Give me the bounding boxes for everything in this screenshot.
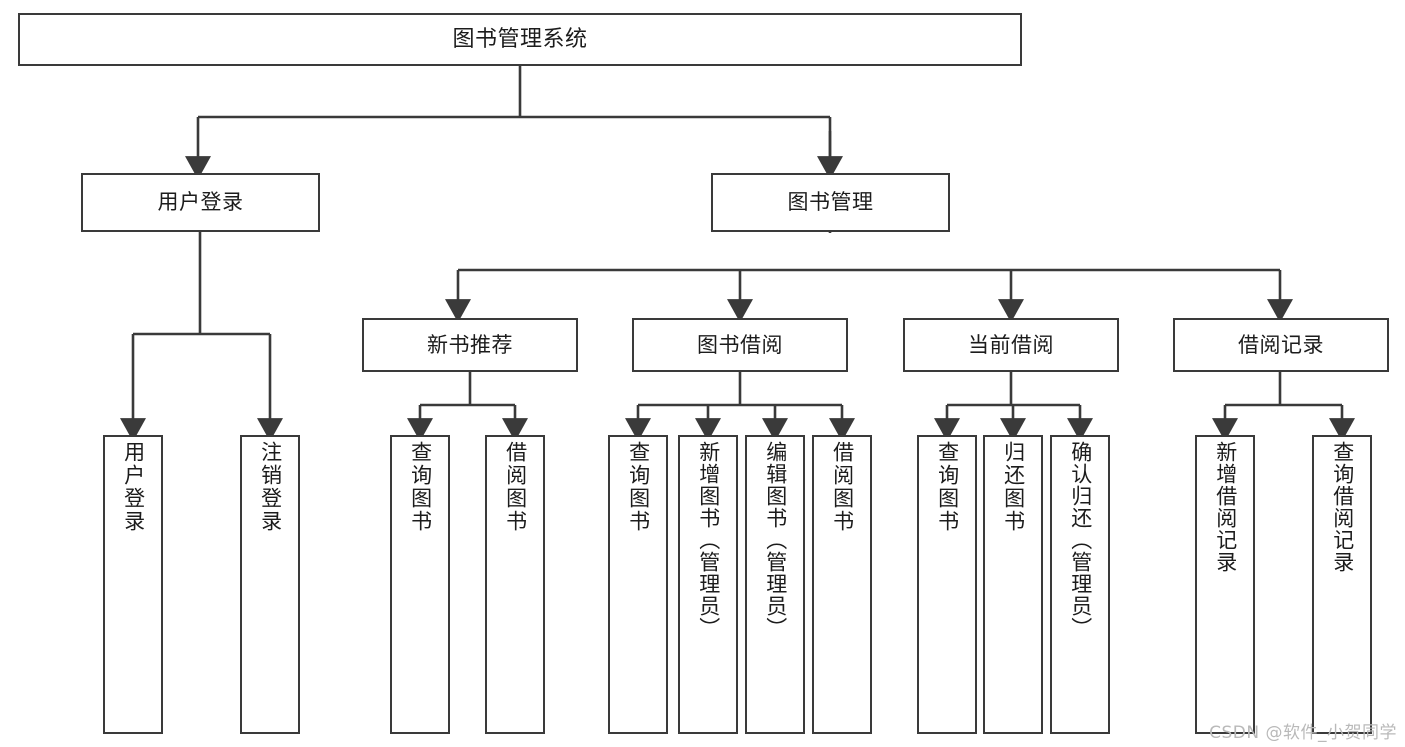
node-new-book-recommend-label: 新书推荐	[427, 332, 513, 357]
node-leaf-query-book-current-label: 查询图书	[935, 441, 960, 533]
node-root[interactable]: 图书管理系统	[18, 13, 1022, 66]
node-leaf-confirm-return[interactable]: 确认归还（管理员）	[1050, 435, 1110, 734]
node-book-borrow[interactable]: 图书借阅	[632, 318, 848, 372]
node-leaf-query-borrow-record[interactable]: 查询借阅记录	[1312, 435, 1372, 734]
node-leaf-edit-book-label: 编辑图书（管理员）	[763, 441, 788, 639]
node-book-manage[interactable]: 图书管理	[711, 173, 950, 232]
node-leaf-query-book-current[interactable]: 查询图书	[917, 435, 977, 734]
node-new-book-recommend[interactable]: 新书推荐	[362, 318, 578, 372]
node-borrow-record-label: 借阅记录	[1238, 332, 1324, 357]
watermark: CSDN @软件_小贺同学	[1209, 723, 1397, 743]
node-root-label: 图书管理系统	[452, 26, 588, 52]
node-leaf-return-book[interactable]: 归还图书	[983, 435, 1043, 734]
node-leaf-query-book-borrow[interactable]: 查询图书	[608, 435, 668, 734]
node-user-login-label: 用户登录	[157, 190, 244, 215]
node-leaf-borrow-book-label: 借阅图书	[830, 441, 855, 533]
node-leaf-add-borrow-record-label: 新增借阅记录	[1213, 441, 1238, 573]
node-leaf-query-book-borrow-label: 查询图书	[626, 441, 651, 533]
node-borrow-record[interactable]: 借阅记录	[1173, 318, 1389, 372]
node-leaf-confirm-return-label: 确认归还（管理员）	[1068, 441, 1093, 639]
node-leaf-borrow-book[interactable]: 借阅图书	[812, 435, 872, 734]
node-current-borrow[interactable]: 当前借阅	[903, 318, 1119, 372]
node-leaf-add-book[interactable]: 新增图书（管理员）	[678, 435, 738, 734]
node-leaf-query-book-rec-label: 查询图书	[408, 441, 433, 533]
node-leaf-add-book-label: 新增图书（管理员）	[696, 441, 721, 639]
node-leaf-user-login[interactable]: 用户登录	[103, 435, 163, 734]
node-leaf-borrow-book-rec[interactable]: 借阅图书	[485, 435, 545, 734]
node-user-login[interactable]: 用户登录	[81, 173, 320, 232]
node-leaf-user-logout-label: 注销登录	[258, 441, 283, 533]
node-leaf-return-book-label: 归还图书	[1001, 441, 1026, 533]
node-leaf-query-book-rec[interactable]: 查询图书	[390, 435, 450, 734]
node-leaf-query-borrow-record-label: 查询借阅记录	[1330, 441, 1355, 573]
node-current-borrow-label: 当前借阅	[968, 332, 1054, 357]
node-book-borrow-label: 图书借阅	[697, 332, 783, 357]
node-leaf-borrow-book-rec-label: 借阅图书	[503, 441, 528, 533]
node-leaf-add-borrow-record[interactable]: 新增借阅记录	[1195, 435, 1255, 734]
node-book-manage-label: 图书管理	[787, 190, 874, 215]
node-leaf-user-login-label: 用户登录	[121, 441, 146, 533]
node-leaf-edit-book[interactable]: 编辑图书（管理员）	[745, 435, 805, 734]
node-leaf-user-logout[interactable]: 注销登录	[240, 435, 300, 734]
